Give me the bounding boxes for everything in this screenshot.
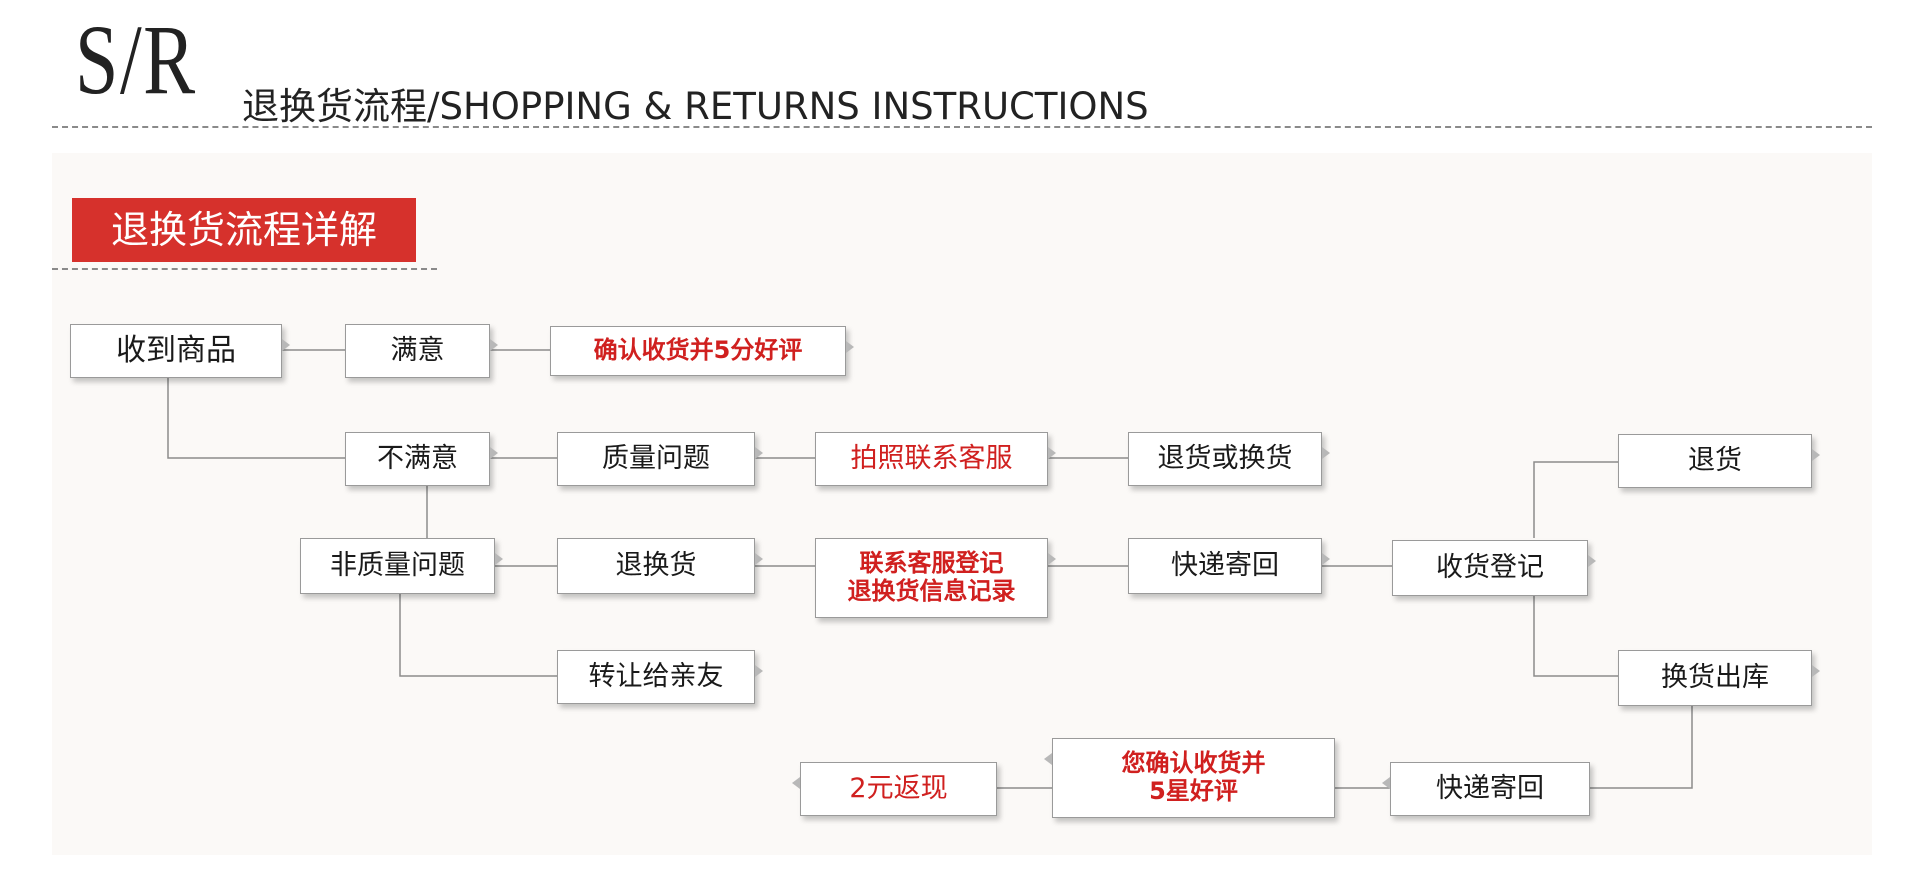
connector-exchange-courier2 <box>1590 706 1693 789</box>
node-confirm-five-star-2: 您确认收货并 5星好评 <box>1044 738 1335 818</box>
node-cashback: 2元返现 <box>792 762 997 816</box>
logo: S/R <box>75 4 197 115</box>
connector-receipt-exchange <box>1533 596 1618 677</box>
node-register-with-service: 联系客服登记 退换货信息记录 <box>815 538 1056 618</box>
node-transfer-to-friend: 转让给亲友 <box>557 650 763 704</box>
node-return-goods: 退货 <box>1618 434 1820 488</box>
node-unsatisfied: 不满意 <box>345 432 498 486</box>
node-courier-back-2: 快递寄回 <box>1382 762 1590 816</box>
section-title-tab: 退换货流程详解 <box>72 198 416 262</box>
header-divider <box>52 126 1872 128</box>
section-divider <box>52 268 437 270</box>
connector-receipt-return <box>1533 461 1618 538</box>
node-received: 收到商品 <box>70 324 290 378</box>
node-confirm-five-star: 确认收货并5分好评 <box>550 326 854 376</box>
header: S/R 退换货流程/SHOPPING & RETURNS INSTRUCTION… <box>0 0 1920 130</box>
node-receipt-register: 收货登记 <box>1392 540 1596 596</box>
diagram-panel <box>52 153 1872 855</box>
node-exchange-shipped: 换货出库 <box>1618 650 1820 706</box>
node-quality-issue: 质量问题 <box>557 432 763 486</box>
connector-received-unsatisfied <box>167 378 345 459</box>
node-satisfied: 满意 <box>345 324 498 378</box>
connector-nonquality-transfer <box>399 594 557 677</box>
node-non-quality-issue: 非质量问题 <box>300 538 503 594</box>
page-title: 退换货流程/SHOPPING & RETURNS INSTRUCTIONS <box>242 85 1149 128</box>
node-courier-back: 快递寄回 <box>1128 538 1330 594</box>
node-photo-contact-service: 拍照联系客服 <box>815 432 1056 486</box>
node-return-or-exchange: 退货或换货 <box>1128 432 1330 486</box>
node-return-exchange: 退换货 <box>557 538 763 594</box>
